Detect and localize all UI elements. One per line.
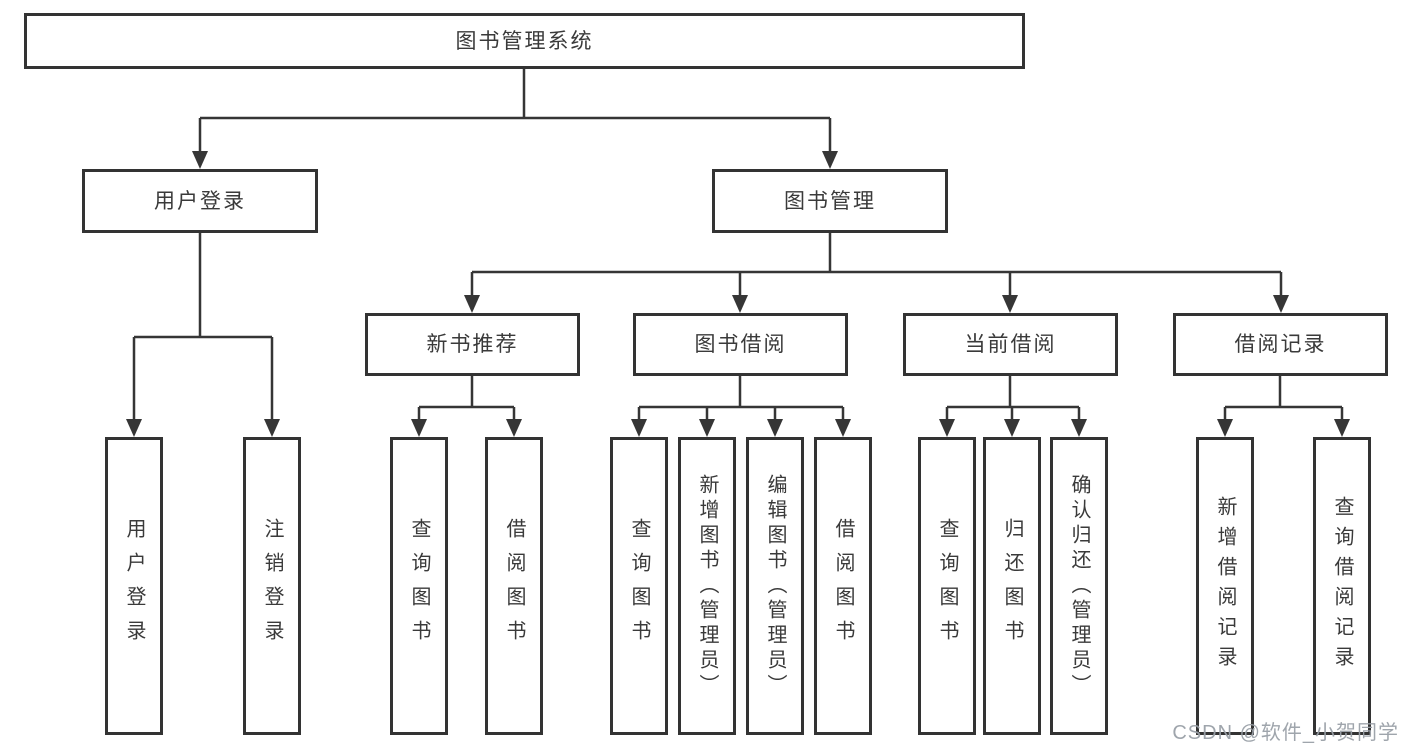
node-library-system-label: 图书管理系统 [455,29,594,53]
node-newbook-query-books: 查询图书 [390,437,448,735]
node-book-borrow-label: 图书借阅 [694,333,787,356]
node-user-login-group: 用户登录 [82,169,318,233]
node-records-add-record: 新增借阅记录 [1196,437,1254,735]
node-library-system: 图书管理系统 [24,13,1025,69]
node-book-management-label: 图书管理 [784,189,876,213]
node-logout-login-label: 注销登录 [261,518,283,654]
node-book-management: 图书管理 [712,169,948,233]
node-borrow-edit-books-admin: 编辑图书（管理员） [746,437,804,735]
node-newbook-borrow-books-label: 借阅图书 [503,518,525,654]
node-borrow-borrow-books-label: 借阅图书 [832,518,854,654]
node-borrow-query-books-label: 查询图书 [628,518,650,654]
node-new-book-recommend-label: 新书推荐 [426,333,519,356]
node-borrow-records-label: 借阅记录 [1234,333,1327,356]
node-book-borrow: 图书借阅 [633,313,848,376]
node-borrow-add-books-admin-label: 新增图书（管理员） [696,473,718,699]
node-user-login-label: 用户登录 [123,518,145,654]
node-current-return-books-label: 归还图书 [1001,518,1023,654]
arrowheads [126,151,1350,437]
node-borrow-records: 借阅记录 [1173,313,1388,376]
node-logout-login: 注销登录 [243,437,301,735]
node-borrow-add-books-admin: 新增图书（管理员） [678,437,736,735]
node-current-borrow: 当前借阅 [903,313,1118,376]
node-current-query-books-label: 查询图书 [936,518,958,654]
node-current-confirm-return-admin: 确认归还（管理员） [1050,437,1108,735]
node-current-query-books: 查询图书 [918,437,976,735]
node-records-query-record: 查询借阅记录 [1313,437,1371,735]
node-current-return-books: 归还图书 [983,437,1041,735]
node-records-add-record-label: 新增借阅记录 [1214,496,1236,676]
node-newbook-query-books-label: 查询图书 [408,518,430,654]
node-new-book-recommend: 新书推荐 [365,313,580,376]
node-newbook-borrow-books: 借阅图书 [485,437,543,735]
node-user-login-group-label: 用户登录 [154,189,246,213]
node-current-borrow-label: 当前借阅 [964,333,1057,356]
node-borrow-query-books: 查询图书 [610,437,668,735]
node-borrow-edit-books-admin-label: 编辑图书（管理员） [764,473,786,699]
node-borrow-borrow-books: 借阅图书 [814,437,872,735]
node-user-login: 用户登录 [105,437,163,735]
csdn-watermark: CSDN @软件_小贺同学 [1172,722,1399,744]
node-current-confirm-return-admin-label: 确认归还（管理员） [1068,473,1090,699]
node-records-query-record-label: 查询借阅记录 [1331,496,1353,676]
